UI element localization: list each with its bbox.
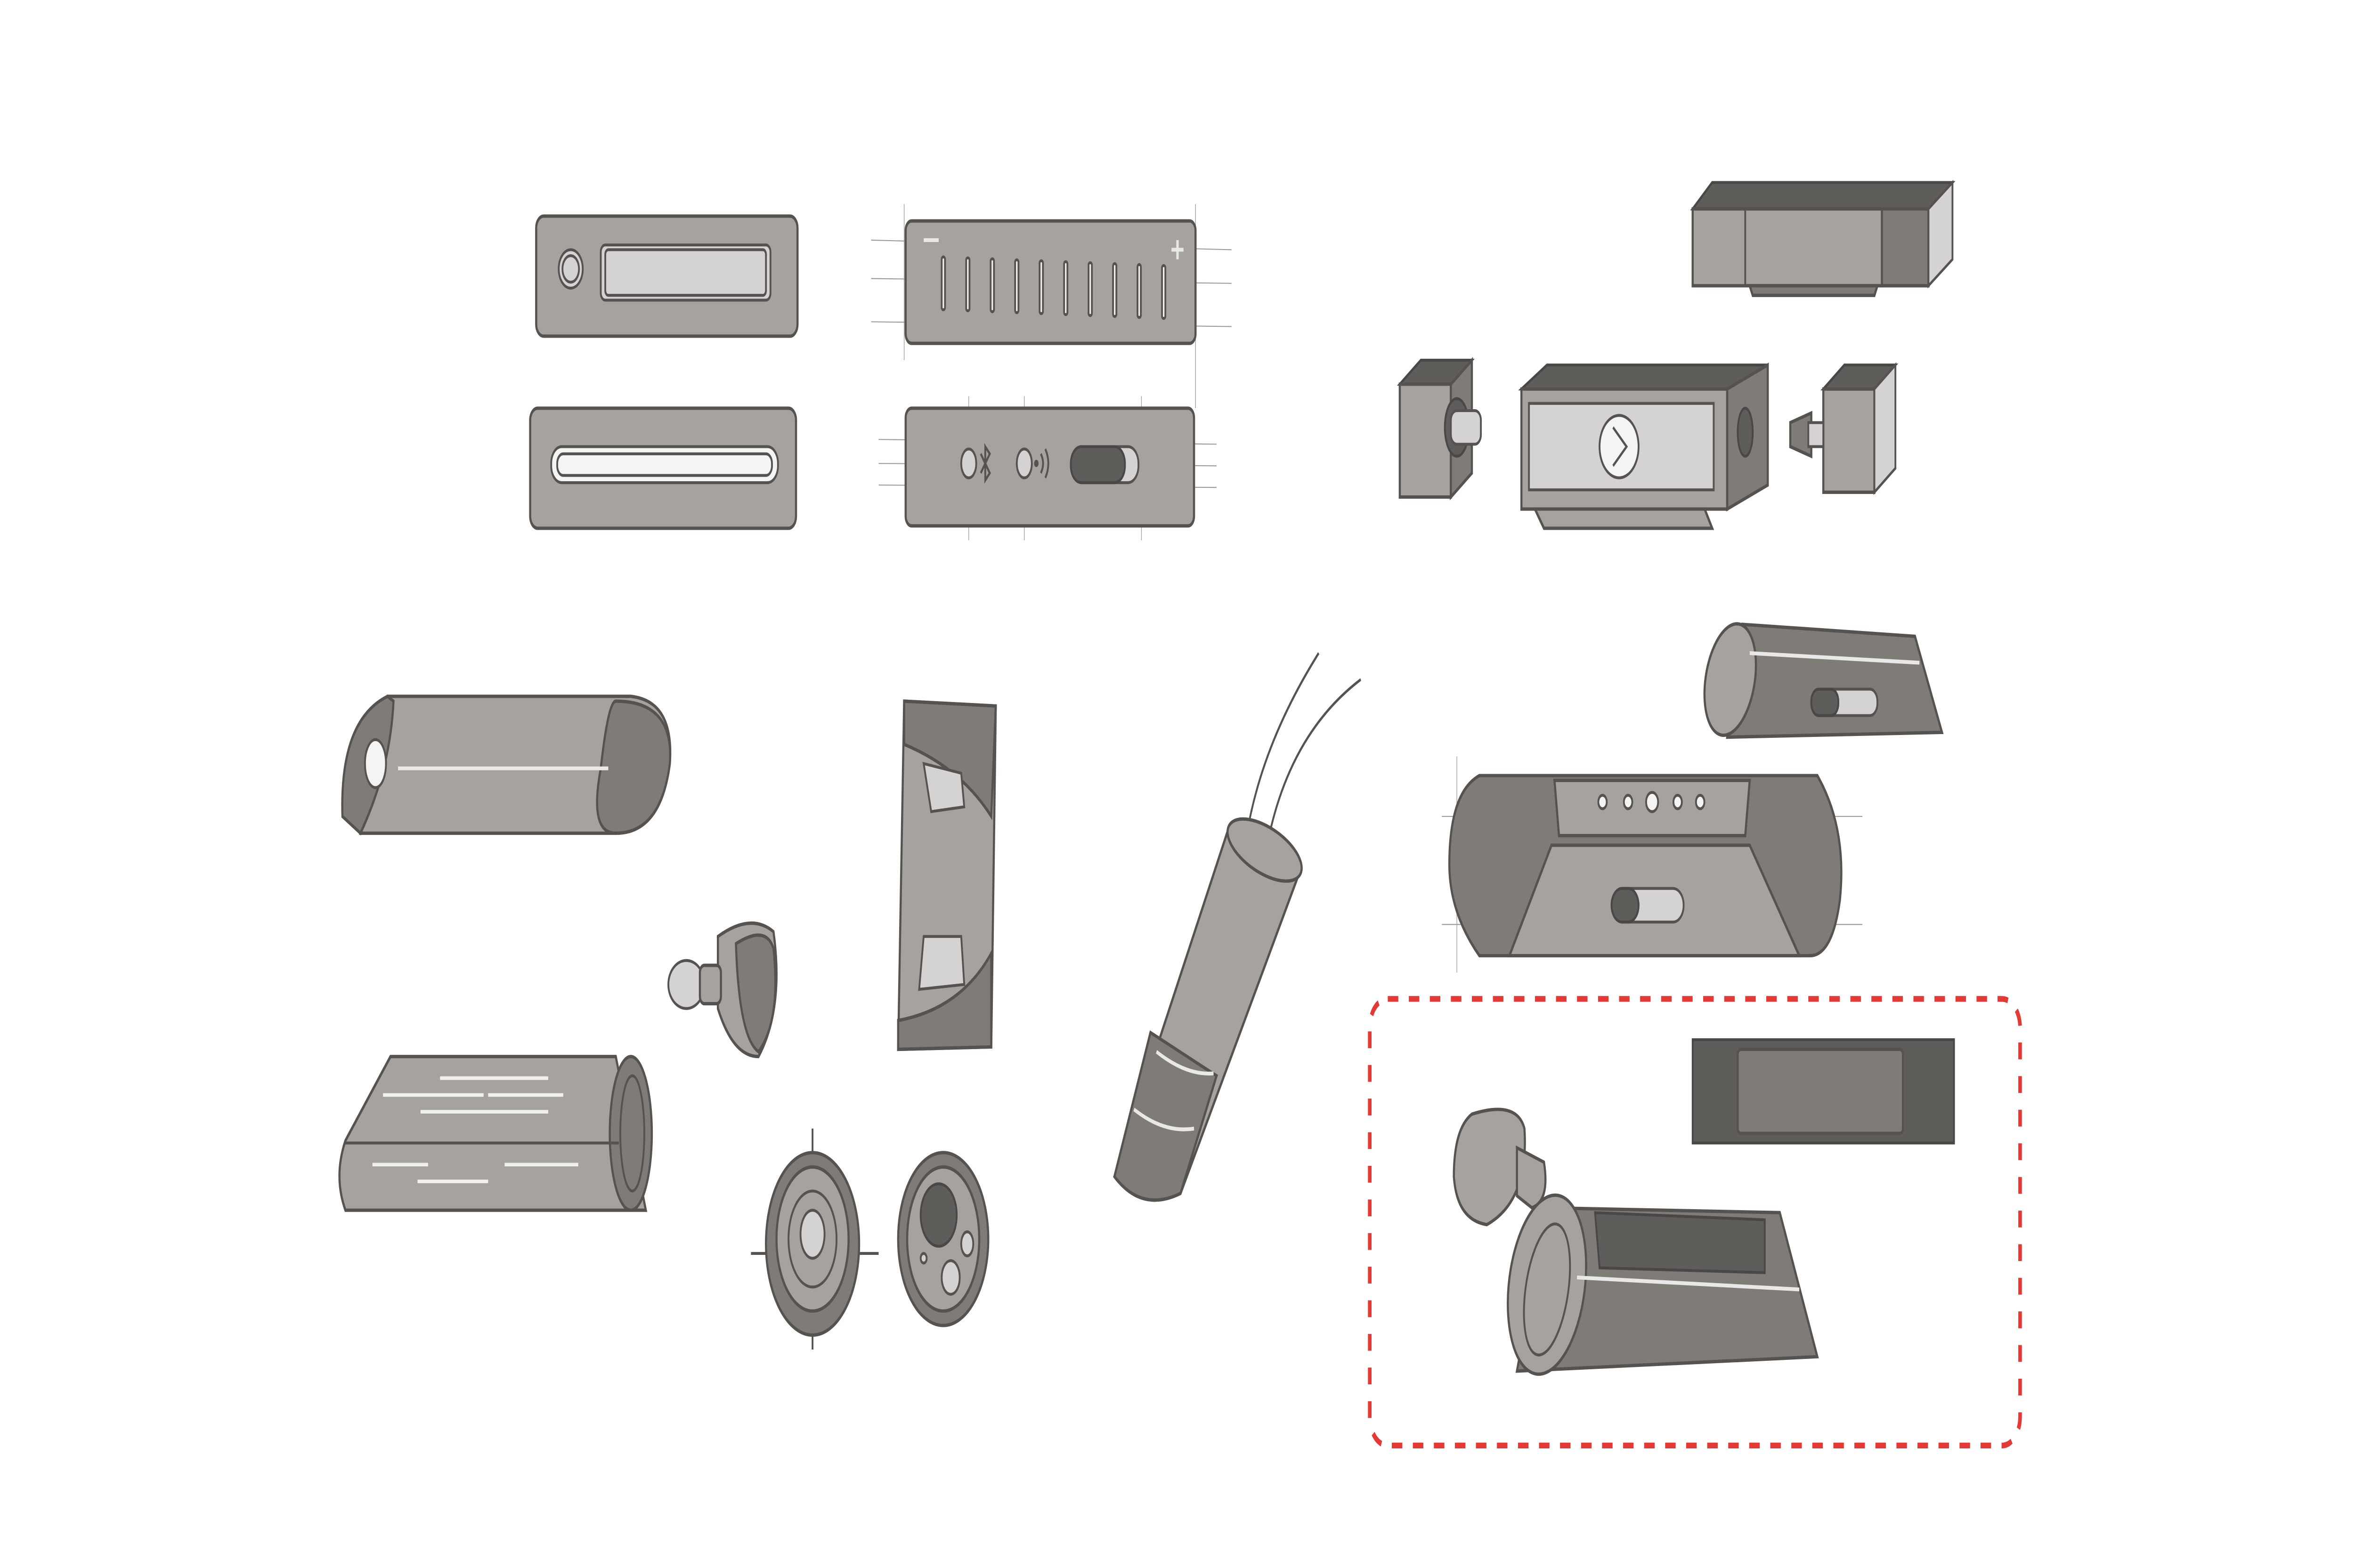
compact-speaker — [1703, 622, 1944, 739]
speaker-button[interactable] — [1597, 793, 1608, 810]
volume-slot[interactable] — [941, 255, 946, 311]
speaker-button[interactable] — [1673, 793, 1683, 810]
nfc-signal-icon — [1034, 448, 1049, 479]
display-speaker-unit — [1518, 363, 1769, 530]
volume-panel[interactable] — [871, 204, 1232, 408]
earbud-and-speaker-concept[interactable] — [1453, 1038, 1955, 1388]
button-row — [1597, 791, 1705, 813]
volume-slot[interactable] — [1039, 259, 1044, 315]
control-panel-display[interactable] — [535, 214, 799, 338]
tube-speaker — [1113, 652, 1361, 1202]
volume-slot[interactable] — [1137, 263, 1142, 319]
cylinder-speaker — [341, 695, 672, 836]
volume-slot[interactable] — [1161, 264, 1167, 320]
volume-slot[interactable] — [990, 257, 995, 313]
chevron-right-icon — [1612, 426, 1628, 467]
disc-top-view — [751, 1128, 879, 1350]
disc-control-view — [897, 1151, 990, 1327]
volume-slot[interactable] — [1014, 258, 1020, 315]
right-cube-module — [1789, 362, 1899, 495]
boombox-speaker — [1442, 756, 1863, 973]
selection-outline[interactable] — [1368, 996, 2022, 1449]
play-button[interactable] — [1599, 414, 1640, 479]
control-panel-slot[interactable] — [529, 406, 797, 530]
speaker-button[interactable] — [1645, 791, 1659, 813]
log-speaker — [338, 1055, 653, 1212]
volume-slots — [941, 255, 1167, 320]
bluetooth-button[interactable] — [960, 447, 977, 479]
bluetooth-icon — [980, 443, 991, 484]
earbud-sketch — [667, 921, 778, 1059]
nfc-button[interactable] — [1015, 447, 1033, 479]
volume-slot[interactable] — [1088, 261, 1093, 317]
volume-slot[interactable] — [1112, 262, 1118, 318]
speaker-button[interactable] — [1623, 793, 1633, 810]
soundbar-box — [1690, 179, 1956, 297]
left-cube-module — [1397, 356, 1482, 501]
speaker-button[interactable] — [1695, 793, 1705, 810]
volume-slot[interactable] — [1063, 260, 1069, 316]
prism-speaker — [897, 699, 997, 1051]
plus-icon[interactable] — [1171, 240, 1184, 259]
connectivity-panel[interactable] — [878, 396, 1217, 541]
volume-slot[interactable] — [965, 256, 971, 312]
